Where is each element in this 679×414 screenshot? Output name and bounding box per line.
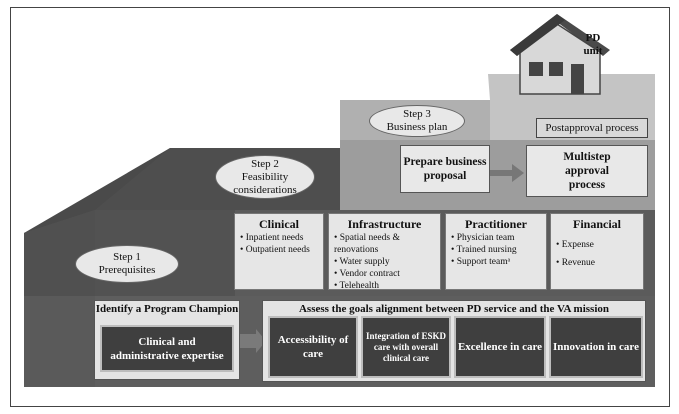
step1-oval: Step 1 Prerequisites [75,245,179,283]
champion-box-label: Clinical and administrative expertise [110,335,224,362]
step2-oval: Step 2 Feasibility considerations [215,155,315,199]
house-label: PD unit [583,32,603,57]
category-item: Telehealth [334,280,435,292]
category-practitioner: Practitioner Physician team Trained nurs… [445,213,547,290]
category-title: Financial [572,217,621,231]
category-item: Vendor contract [334,268,435,280]
goals-title: Assess the goals alignment between PD se… [298,303,610,315]
category-title: Clinical [258,217,299,231]
goal-label: Excellence in care [457,341,543,353]
house-icon [510,14,610,95]
step1-label: Step 1 [113,251,141,263]
multistep-label: Multistep approval process [563,151,611,191]
step2-title: Feasibility considerations [233,170,297,196]
category-item: Revenue [556,254,638,272]
goal-label: Accessibility of care [277,334,349,360]
figure-frame [10,7,670,407]
step1-diag [24,210,95,296]
category-item: Water supply [334,256,435,268]
category-financial: Financial Expense Revenue [550,213,644,290]
category-item: Outpatient needs [240,244,318,256]
category-item: Trained nursing [451,244,541,256]
arrow-champion-goals [240,329,266,353]
multistep-box: Multistep approval process [526,145,648,197]
goal-label: Integration of ESKD care with overall cl… [366,330,447,363]
step3-title: Business plan [386,121,448,133]
postapproval-box: Postapproval process [536,118,648,138]
step1-title: Prerequisites [98,264,156,276]
category-title: Practitioner [465,217,527,231]
champion-title: Identify a Program Champion [95,303,239,315]
category-clinical: Clinical Inpatient needs Outpatient need… [234,213,324,290]
category-title: Infrastructure [347,217,422,231]
goal-label: Innovation in care [553,341,639,353]
goal-accessibility: Accessibility of care [268,316,358,378]
step3-label: Step 3 [403,108,431,120]
category-item: Expense [556,236,638,254]
arrow-prepare-multistep [490,164,524,182]
step3-oval: Step 3 Business plan [369,105,465,137]
prepare-label: Prepare business proposal [403,156,487,182]
postapproval-label: Postapproval process [545,122,639,134]
goal-innovation: Innovation in care [549,316,643,378]
goal-integration: Integration of ESKD care with overall cl… [361,316,451,378]
step2-label: Step 2 [251,157,279,170]
prepare-box: Prepare business proposal [400,145,490,193]
category-item: Support teamᵃ [451,256,541,268]
category-infrastructure: Infrastructure Spatial needs & renovatio… [328,213,441,292]
category-item: Spatial needs & renovations [334,232,414,256]
category-item: Inpatient needs [240,232,318,244]
champion-box: Clinical and administrative expertise [100,325,234,372]
category-item: Physician team [451,232,541,244]
goal-excellence: Excellence in care [454,316,546,378]
